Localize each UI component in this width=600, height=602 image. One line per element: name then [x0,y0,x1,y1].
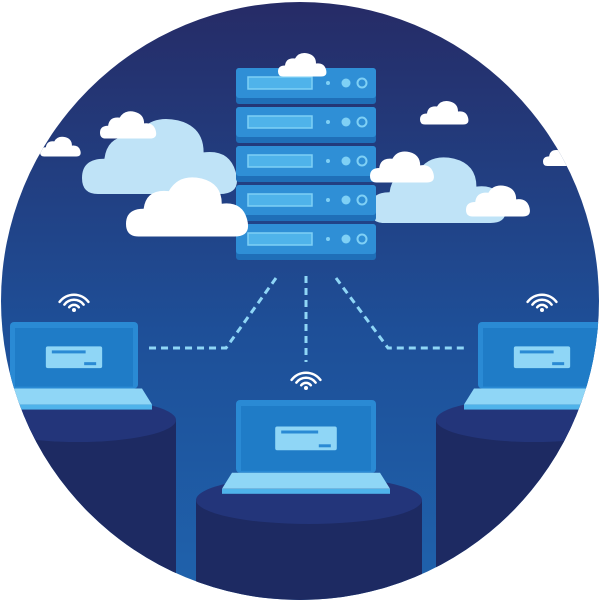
led-icon [326,159,330,163]
network-connections [146,276,466,362]
power-button-icon [341,195,351,205]
drive-bay [247,193,313,207]
laptop-base-edge [222,488,390,494]
laptop-base-edge [464,404,599,410]
wifi-icon [526,293,558,312]
server-unit [236,185,376,221]
wifi-arc [67,303,81,309]
laptop-left [1,293,152,410]
server-unit [236,68,376,104]
connection-right [334,277,466,350]
wifi-icon [290,371,322,390]
wifi-arc [290,371,322,382]
dialog-line [281,430,319,434]
wifi-icon [58,293,90,312]
server-unit [236,146,376,182]
wifi-arc [63,298,85,306]
wifi-arc [299,381,313,387]
power-button-icon [341,117,351,127]
laptop-base-edge [1,404,152,410]
led-icon [326,81,330,85]
laptop-base [222,472,390,489]
status-light-icon [356,116,368,128]
laptop-center [222,371,390,494]
wifi-arc [531,298,553,306]
drive-bay [247,115,313,129]
dialog-line [519,350,554,354]
laptop-base [1,388,152,405]
dialog-line [51,350,86,354]
wifi-arc [58,293,90,304]
led-icon [326,237,330,241]
server-unit [236,107,376,143]
drive-bay [247,154,313,168]
status-light-icon [356,77,368,89]
wifi-dot [304,386,308,390]
wifi-dot [540,308,544,312]
drive-bay [247,232,313,246]
power-button-icon [341,234,351,244]
laptop-right [464,293,599,410]
laptop-base [464,388,599,405]
power-button-icon [341,78,351,88]
wifi-dot [72,308,76,312]
status-light-icon [356,194,368,206]
server-unit [236,224,376,260]
wifi-arc [295,376,317,384]
power-button-icon [341,156,351,166]
dialog-line [84,362,97,366]
dialog-line [318,444,331,448]
drive-bay [247,76,313,90]
led-icon [326,198,330,202]
dialog-line [552,362,565,366]
server-rack [236,68,376,260]
connection-left [146,277,278,350]
status-light-icon [356,233,368,245]
wifi-arc [535,303,549,309]
status-light-icon [356,155,368,167]
wifi-arc [526,293,558,304]
led-icon [326,120,330,124]
